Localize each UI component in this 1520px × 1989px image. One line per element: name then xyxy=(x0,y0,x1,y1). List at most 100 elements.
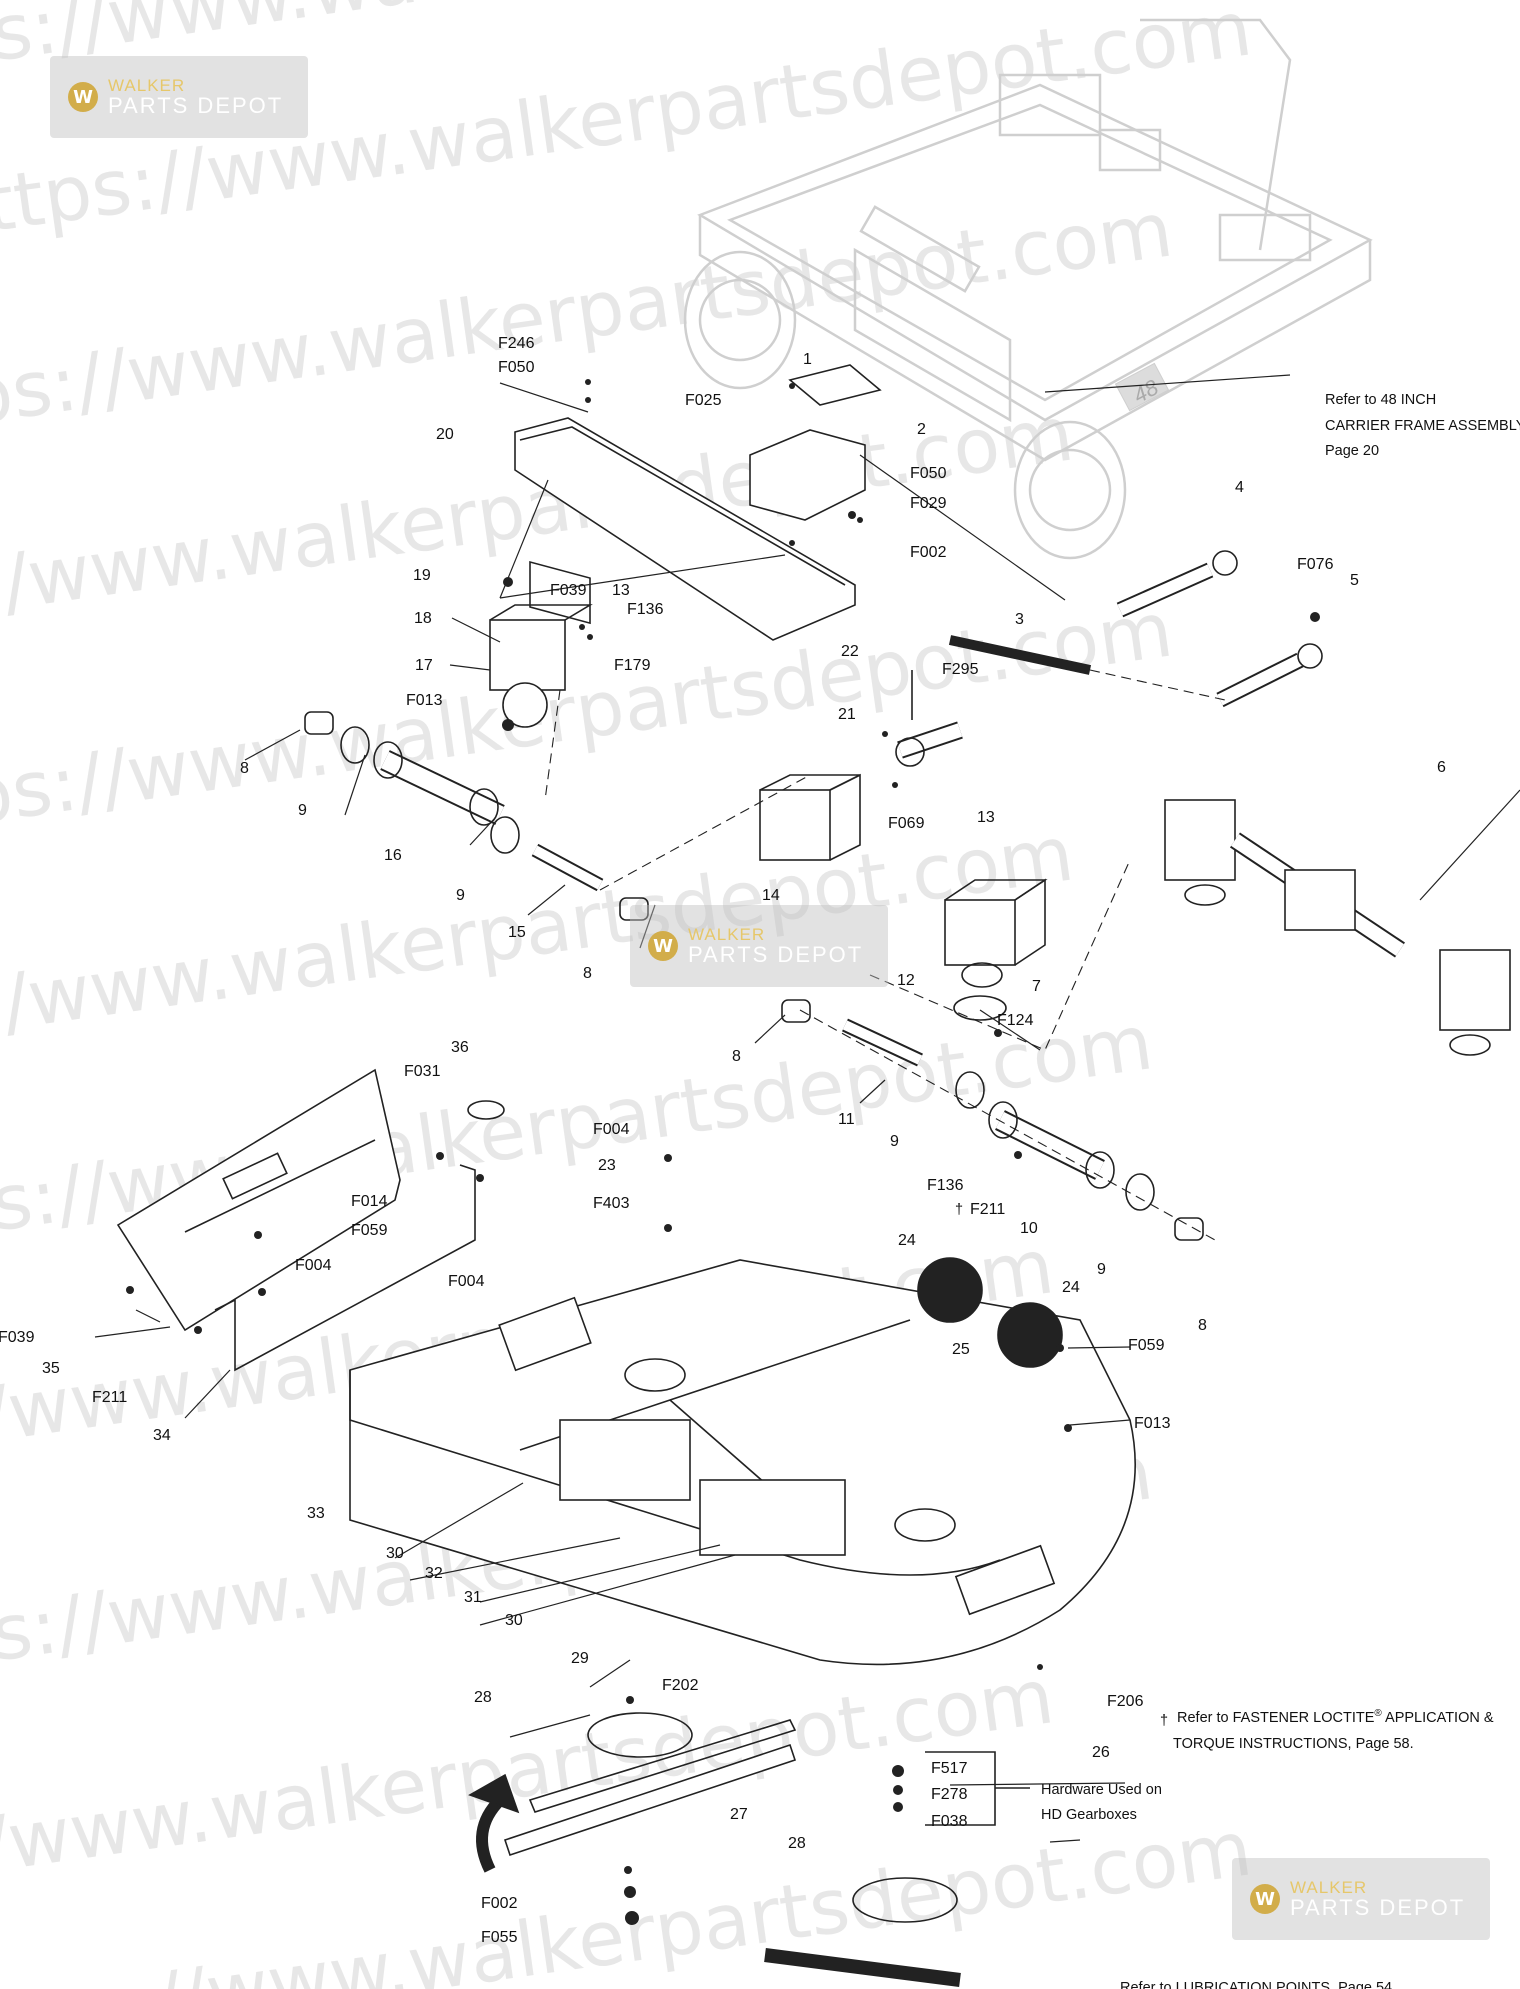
callout-label: 30 xyxy=(386,1545,404,1562)
callout-label: F295 xyxy=(942,661,979,678)
callout-label: 29 xyxy=(571,1650,589,1667)
callout-label: 25 xyxy=(952,1341,970,1358)
callout-label: 35 xyxy=(42,1360,60,1377)
callout-label: 8 xyxy=(732,1048,741,1065)
callout-label: F002 xyxy=(481,1895,518,1912)
alignment-lines xyxy=(544,669,1226,1241)
callout-label: F206 xyxy=(1107,1693,1144,1710)
callout-label: 21 xyxy=(838,706,856,723)
callout-label: F136 xyxy=(927,1177,964,1194)
callout-label: 10 xyxy=(1020,1220,1038,1237)
callout-label: 6 xyxy=(1437,759,1446,776)
dagger-symbol: † xyxy=(955,1202,963,1218)
callout-label: 3 xyxy=(1015,611,1024,628)
loctite-text: Refer to FASTENER LOCTITE xyxy=(1177,1710,1375,1726)
registered-mark: ® xyxy=(1374,1708,1382,1719)
callout-label: F013 xyxy=(1134,1415,1171,1432)
logo-line2: PARTS DEPOT xyxy=(108,93,284,119)
callout-label: F013 xyxy=(406,692,443,709)
watermark-layer: https://www.walkerpartsdepot.com https:/… xyxy=(0,0,1257,1989)
loctite-note-line: Refer to FASTENER LOCTITE® APPLICATION & xyxy=(1177,1708,1494,1726)
callout-label: F050 xyxy=(910,465,947,482)
hd-hardware-bracket xyxy=(925,1751,1030,1826)
callout-label: 22 xyxy=(841,643,859,660)
callout-label: 18 xyxy=(414,610,432,627)
callout-label: 33 xyxy=(307,1505,325,1522)
callout-label: 19 xyxy=(413,567,431,584)
deck-assembly-drawing xyxy=(116,364,1511,1987)
callout-label: 20 xyxy=(436,426,454,443)
callout-label: F025 xyxy=(685,392,722,409)
lubrication-note: Refer to LUBRICATION POINTS, Page 54 xyxy=(1120,1980,1392,1989)
carrier-frame xyxy=(683,18,1373,560)
carrier-frame-note-line: Refer to 48 INCH xyxy=(1325,392,1436,408)
walker-parts-depot-logo: W WALKER PARTS DEPOT xyxy=(50,56,308,138)
callout-label: F050 xyxy=(498,359,535,376)
callout-label: F004 xyxy=(448,1273,485,1290)
logo-line1: WALKER xyxy=(108,75,186,95)
callout-label: 8 xyxy=(240,760,249,777)
callout-label: 11 xyxy=(838,1111,855,1128)
loctite-text: APPLICATION & xyxy=(1382,1710,1494,1726)
callout-label: F211 xyxy=(92,1389,127,1406)
callout-label: 24 xyxy=(898,1232,916,1249)
spacer-36 xyxy=(467,1100,505,1120)
callout-labels: F246 F050 F025 1 2 F050 F029 F002 20 19 … xyxy=(0,335,1446,1946)
callout-label: F014 xyxy=(351,1193,388,1210)
callout-label: F029 xyxy=(910,495,947,512)
logo-line2: PARTS DEPOT xyxy=(1290,1895,1466,1921)
callout-label: F136 xyxy=(627,601,664,618)
callout-label: 9 xyxy=(1097,1261,1106,1278)
callout-label: 8 xyxy=(583,965,592,982)
logo-mark-icon: W xyxy=(1250,1884,1280,1914)
callout-label: F278 xyxy=(931,1786,968,1803)
callout-label: F004 xyxy=(593,1121,630,1138)
callout-label: 9 xyxy=(890,1133,899,1150)
callout-label: 27 xyxy=(730,1806,748,1823)
callout-label: 24 xyxy=(1062,1279,1080,1296)
callout-label: 9 xyxy=(456,887,465,904)
callout-label: F076 xyxy=(1297,556,1334,573)
callout-label: 30 xyxy=(505,1612,523,1629)
reference-notes: Refer to 48 INCH CARRIER FRAME ASSEMBLY,… xyxy=(955,392,1520,1989)
frame-badge: 48 xyxy=(1114,362,1170,412)
walker-parts-depot-logo: W WALKER PARTS DEPOT xyxy=(1232,1858,1490,1940)
dagger-symbol: † xyxy=(1160,1713,1168,1729)
callout-label: F124 xyxy=(997,1012,1034,1029)
callout-label: 17 xyxy=(415,657,433,674)
carrier-frame-note-line: Page 20 xyxy=(1325,443,1379,459)
hardware-dots xyxy=(126,379,1320,1925)
callout-label: F031 xyxy=(404,1063,441,1080)
callout-label: 28 xyxy=(788,1835,806,1852)
callout-label: 13 xyxy=(612,582,630,599)
callout-label: 26 xyxy=(1092,1744,1110,1761)
logo-mark-icon: W xyxy=(648,931,678,961)
callout-label: F211 xyxy=(970,1201,1005,1218)
callout-label: F069 xyxy=(888,815,925,832)
callout-label: F039 xyxy=(0,1329,35,1346)
leader-lines xyxy=(94,374,1520,1843)
callout-label: F004 xyxy=(295,1257,332,1274)
logo-line2: PARTS DEPOT xyxy=(688,942,864,968)
callout-label: 15 xyxy=(508,924,526,941)
callout-label: 2 xyxy=(917,421,926,438)
callout-label: 32 xyxy=(425,1565,443,1582)
callout-label: F517 xyxy=(931,1760,968,1777)
callout-label: F179 xyxy=(614,657,651,674)
callout-label: 13 xyxy=(977,809,995,826)
callout-label: F202 xyxy=(662,1677,699,1694)
logo-line1: WALKER xyxy=(1290,1877,1368,1897)
callout-label: F038 xyxy=(931,1813,968,1830)
callout-label: F055 xyxy=(481,1929,518,1946)
callout-label: 31 xyxy=(464,1589,482,1606)
watermark: https://www.walkerpartsdepot.com xyxy=(0,585,1178,858)
logo-mark-icon: W xyxy=(68,82,98,112)
callout-label: F059 xyxy=(351,1222,388,1239)
callout-label: F403 xyxy=(593,1195,630,1212)
carrier-frame-note-line: CARRIER FRAME ASSEMBLY, xyxy=(1325,418,1520,434)
callout-label: 36 xyxy=(451,1039,469,1056)
callout-label: 12 xyxy=(897,972,915,989)
callout-label: F039 xyxy=(550,582,587,599)
hardware-note-line: Hardware Used on xyxy=(1041,1782,1162,1798)
